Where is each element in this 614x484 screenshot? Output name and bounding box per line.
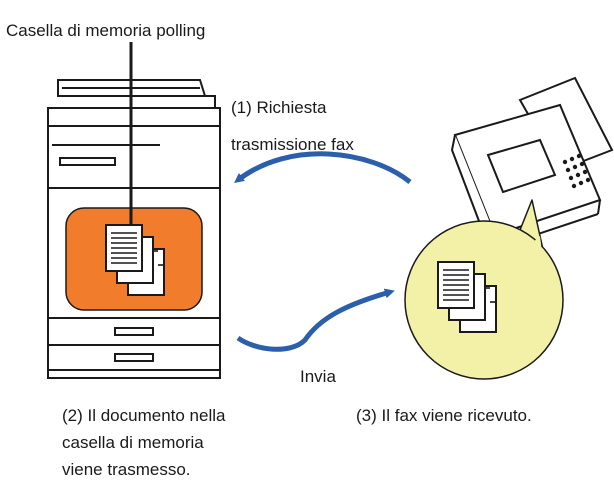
document-stack-icon <box>437 261 497 333</box>
doc-sent-label-line3: viene trasmesso. <box>62 460 191 479</box>
request-label-line2: trasmissione fax <box>231 135 354 154</box>
polling-box-label: Casella di memoria polling <box>6 21 206 40</box>
request-arrow <box>234 151 412 184</box>
send-arrow <box>236 288 395 352</box>
fax-received-label: (3) Il fax viene ricevuto. <box>356 406 532 425</box>
request-label-line1: (1) Richiesta <box>231 98 327 117</box>
send-label: Invia <box>300 367 336 386</box>
document-stack-icon <box>105 224 165 296</box>
doc-sent-label-line2: casella di memoria <box>62 433 204 452</box>
doc-sent-label-line1: (2) Il documento nella <box>62 406 226 425</box>
fax-machine-icon <box>450 76 614 253</box>
